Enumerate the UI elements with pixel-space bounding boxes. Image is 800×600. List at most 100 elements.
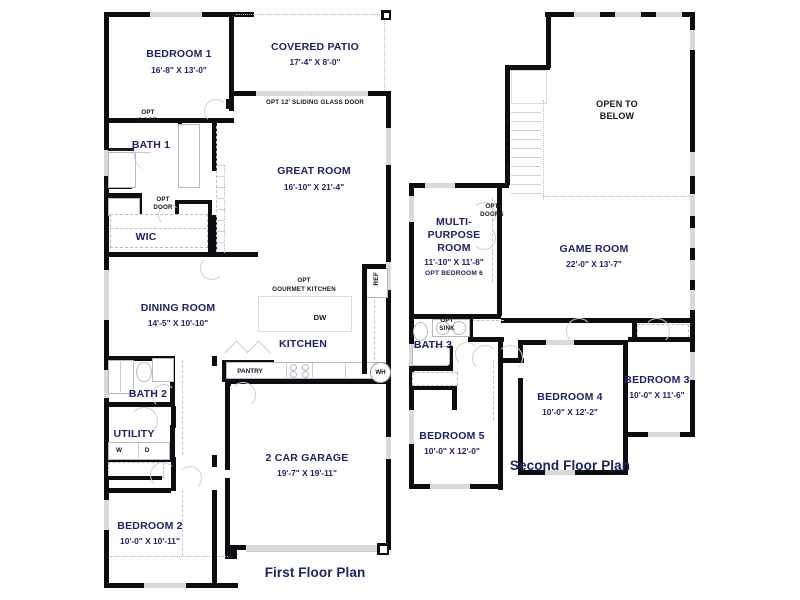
- counter-seam-1: [286, 362, 287, 377]
- note-opt-door-1a: OPT: [141, 109, 155, 116]
- open-below-bottom: [543, 196, 693, 197]
- note-opt-sink-2: SINK: [439, 325, 455, 332]
- door-bed5: [472, 345, 498, 371]
- water-heater: WH: [370, 362, 391, 383]
- wall-bath3-left: [409, 318, 414, 488]
- wall-sf-right-1: [690, 12, 695, 32]
- window-bed4-bottom: [545, 470, 575, 475]
- note-opt-door-1b: DOOR: [138, 117, 158, 124]
- dim-great-room: 16'-10" X 21'-4": [283, 182, 345, 192]
- wall-sf-right-5: [690, 248, 695, 262]
- note-gourmet-1: OPT: [297, 277, 311, 284]
- wall-corridor-outer2: [212, 455, 217, 467]
- note-opt-doors-2: DOORS: [480, 211, 504, 218]
- wall-dining-bottom: [104, 356, 174, 361]
- sliding-glass-door: [256, 91, 368, 96]
- note-opt-door-2a: OPT: [156, 196, 170, 203]
- door-bath3: [455, 342, 479, 366]
- label-bedroom2: BEDROOM 2: [117, 520, 183, 532]
- label-multipurpose-1: MULTI-: [436, 216, 472, 228]
- window-sf-right-a: [690, 30, 695, 52]
- door-bath1-entry: [158, 204, 180, 226]
- shower-line: [108, 148, 134, 151]
- note-gourmet-2: GOURMET KITCHEN: [272, 286, 336, 293]
- wall-sf-right-3: [690, 176, 695, 196]
- window-dining-left: [104, 270, 109, 320]
- dim-game-room: 22'-0" X 13'-7": [566, 259, 622, 269]
- window-sf-right-c: [690, 194, 695, 218]
- washer-label: W: [112, 444, 126, 456]
- label-dining-room: DINING ROOM: [140, 302, 216, 314]
- window-garage-right: [386, 437, 391, 459]
- sink-bath3-a: [436, 321, 450, 335]
- wall-ff-left-upper: [104, 12, 109, 122]
- wall-game-bottom: [501, 318, 691, 323]
- window-sf-top-b: [615, 12, 641, 17]
- door-bedroom1: [204, 99, 228, 123]
- dim-dining-room: 14'-5" X 10'-10": [147, 318, 209, 328]
- wall-sf-right-2: [690, 50, 695, 154]
- utility-div: [138, 442, 139, 458]
- wall-bed3-top: [628, 337, 690, 342]
- wall-corridor-outer: [212, 356, 217, 366]
- wall-bedroom2-top: [104, 488, 171, 493]
- wall-ff-right-mid2: [386, 290, 391, 394]
- dim-bedroom1: 16'-8" X 13'-0": [151, 65, 207, 75]
- garage-corner-inner: [379, 545, 387, 553]
- wall-garage-bottom2: [225, 545, 251, 550]
- wall-sf-right-7: [690, 310, 695, 338]
- first-floor-plan-title: First Floor Plan: [264, 565, 366, 580]
- wall-ref-top: [362, 264, 386, 269]
- door-hall-a: [566, 318, 592, 344]
- stair-landing: [511, 70, 547, 104]
- window-bedroom2-left: [104, 500, 109, 530]
- label-kitchen: KITCHEN: [278, 338, 328, 350]
- note-opt-door-2b: DOOR: [153, 204, 173, 211]
- label-bath3: BATH 3: [413, 339, 453, 351]
- dim-bedroom5: 10'-0" X 12'-0": [424, 446, 480, 456]
- garage-door: [246, 545, 382, 551]
- shower-bath1: [108, 152, 136, 188]
- label-open-to-below-2: BELOW: [599, 111, 635, 121]
- wall-garage-left: [225, 380, 230, 470]
- wall-linen: [104, 476, 162, 480]
- burner-a: [290, 364, 297, 371]
- patio-edge-top: [236, 14, 390, 15]
- window-bed3-bottom: [648, 432, 680, 437]
- wall-mp-top: [409, 183, 509, 188]
- mp-opt-door-b: [492, 252, 493, 282]
- corridor-dash2: [182, 490, 183, 556]
- note-opt-doors-1: OPT: [485, 203, 499, 210]
- wall-bed4-closet: [498, 358, 524, 363]
- sink-bath3-b: [452, 321, 466, 335]
- door-garage-entry: [230, 382, 256, 408]
- wic-shelf-2: [110, 228, 206, 229]
- window-bath1-left: [104, 150, 109, 176]
- wall-bed5-right2: [498, 342, 503, 490]
- bed5-closet-dash: [493, 360, 494, 420]
- wall-sf-step-top: [505, 65, 550, 70]
- window-bed5-bottom: [430, 484, 470, 489]
- window-bedroom2-bottom: [144, 583, 186, 588]
- wall-bed4-left2: [518, 378, 523, 474]
- wall-ref-left: [362, 264, 367, 374]
- window-bed3-right: [690, 352, 695, 380]
- burner-b: [302, 364, 309, 371]
- counter-seam-2: [312, 362, 313, 377]
- label-wic: WIC: [135, 231, 157, 243]
- label-great-room: GREAT ROOM: [277, 165, 351, 177]
- wall-mp-left-1: [409, 183, 414, 198]
- dim-multipurpose: 11'-10" X 11'-8": [424, 257, 484, 267]
- stair-rail: [543, 100, 544, 200]
- window-sf-top-a: [574, 12, 600, 17]
- wall-utility-right: [170, 425, 175, 462]
- wall-sf-step-left: [505, 65, 510, 185]
- shower-swing: [134, 152, 151, 171]
- wall-bath3-bot: [409, 366, 453, 371]
- window-sf-top-c: [656, 12, 682, 17]
- label-bedroom3: BEDROOM 3: [624, 374, 690, 386]
- hall-line: [216, 126, 217, 252]
- garage-door-line: [246, 551, 382, 552]
- patio-edge-right: [384, 14, 385, 92]
- pantry-label: PANTRY: [229, 364, 271, 379]
